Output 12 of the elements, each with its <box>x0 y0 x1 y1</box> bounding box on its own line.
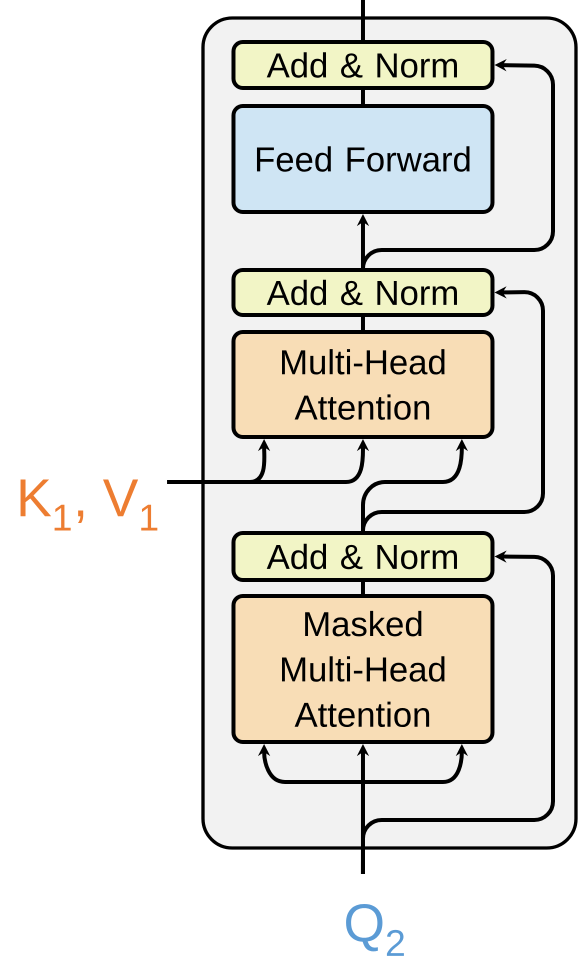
input-label: Q$_{2}$ <box>346 904 404 956</box>
input-label: K$_{1}$, V$_{1}$ <box>20 480 158 530</box>
connector-line <box>360 90 365 104</box>
masked-attention-box: Masked Multi-Head Attention <box>231 594 494 744</box>
add-norm-box: Add & Norm <box>231 40 494 90</box>
feed-forward-box: Feed Forward <box>231 104 494 214</box>
attention-box: Multi-Head Attention <box>231 330 494 439</box>
add-norm-box: Add & Norm <box>231 268 494 317</box>
add-norm-box: Add & Norm <box>231 530 494 582</box>
connector-line <box>360 317 365 330</box>
connector-line <box>360 0 365 40</box>
connector-line <box>360 582 365 594</box>
